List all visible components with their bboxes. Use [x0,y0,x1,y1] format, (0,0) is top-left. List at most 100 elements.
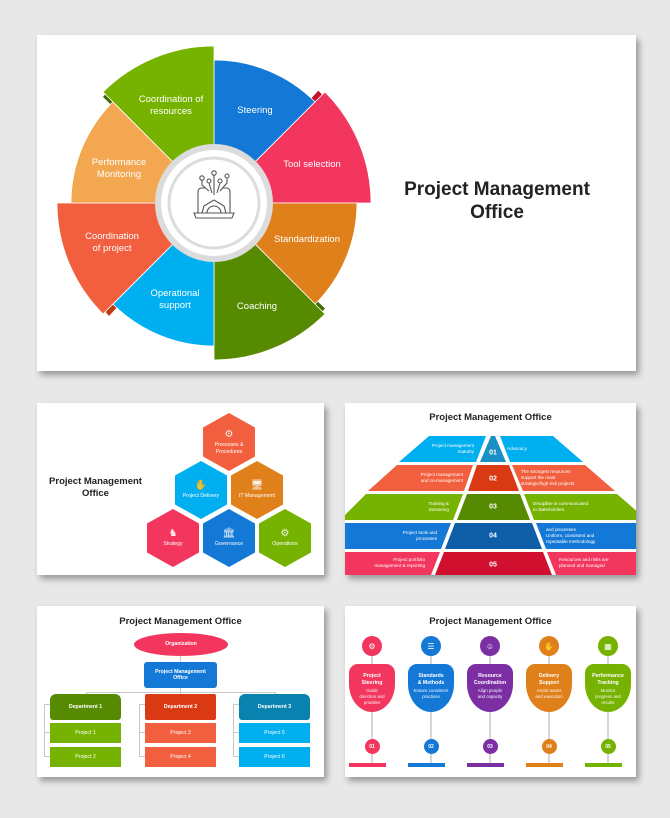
pyramid-right-text: and processes Uniform, consistent and re… [546,527,595,544]
steering-network-icon: ⚙ [362,636,382,656]
slide-org-chart[interactable]: Project Management Office Organization P… [37,606,324,777]
pyramid-right-01[interactable] [500,436,583,462]
slide-wheel[interactable]: Steering Tool selection Standardization … [37,35,636,371]
label-tool-selection: Tool selection [283,159,341,170]
timeline-card-resource-coordination[interactable]: Resource Coordination Align people and c… [467,664,513,712]
label-line: of project [92,243,132,254]
hex-it-management[interactable]: 🖥 IT Management [231,461,283,519]
wheel-diagram [56,45,372,361]
org-department-1[interactable]: Department 1 [50,694,121,720]
label-coordination-of-resources: Coordination of resources [139,94,203,118]
desc-line: priorities [363,699,381,705]
connector-line [233,704,239,705]
card-description: Align people and capacity [467,688,513,700]
government-building-icon: 🏛 [222,528,236,540]
pyramid-right-text: Discipline is communicated to stakeholde… [533,501,588,513]
connector-line [233,756,239,757]
card-description: Monitor progress and results [585,688,631,705]
laptop-gear-network-icon [193,170,235,219]
text-line: maturity [457,448,474,454]
card-title: Tracking [597,679,619,686]
connector-line [233,732,239,733]
card-title: Support [539,679,559,686]
card-description: Assist teams and execution [526,688,572,700]
text-line: Project management [431,443,474,448]
connector-line [180,685,181,692]
chess-knight-icon: ♞ [168,528,178,540]
monitor-gear-icon: 🖥 [250,480,264,492]
text-line: Project management [420,472,463,477]
org-project-2[interactable]: Project 2 [50,747,121,767]
timeline-bar [526,763,563,767]
text-line: Uniform, consistent and [546,532,595,538]
label-performance-monitoring: Performance Monitoring [92,157,146,181]
label-standardization: Standardization [273,234,341,245]
pyramid-left-text: Project portfolio management & reporting [374,557,425,569]
timeline-card-performance-tracking[interactable]: Performance Tracking Monitor progress an… [585,664,631,712]
hex-label: IT Management [238,493,276,500]
process-flow-icon: ⚙ [224,429,234,440]
timeline-bar [408,763,445,767]
label-line: Performance [91,157,147,168]
label-line: Operational [150,288,200,299]
pyramid-number: 05 [489,561,497,569]
label-operational-support: Operational support [150,288,199,312]
slide-pyramid[interactable]: Project Management Office 01 02 03 04 05… [345,403,636,575]
org-department-3[interactable]: Department 3 [239,694,310,720]
timeline-bar [585,763,622,767]
card-title: Standards [418,673,444,679]
org-root-organization[interactable]: Organization [134,633,228,656]
card-title: Resource [478,673,502,679]
hex-strategy[interactable]: ♞ Strategy [147,509,199,567]
org-pmo-box[interactable]: Project Management Office [144,662,217,688]
desc-line: and capacity [477,693,503,699]
label-line: Coordination [85,231,139,242]
hex-operations[interactable]: ⚙ Operations [259,509,311,567]
pyramid-left-05[interactable] [345,552,440,575]
pyramid-number: 02 [489,475,497,483]
desc-line: direction and [359,693,385,699]
timeline-card-delivery-support[interactable]: Delivery Support Assist teams and execut… [526,664,572,712]
org-project-1[interactable]: Project 1 [50,723,121,743]
connector-line [139,756,145,757]
org-label: Project Management [155,668,206,675]
pyramid-left-01[interactable] [399,436,486,462]
timeline-bar [467,763,504,767]
hex-project-delivery[interactable]: ✋ Project Delivery [175,461,227,519]
slide-hexagons[interactable]: Project Management Office ⚙ Processes & … [37,403,324,575]
desc-line: and execution [535,693,563,699]
hub-inner-ring [167,156,261,250]
pyramid-center-05[interactable] [435,552,552,575]
connector-line [139,732,145,733]
timeline-card-project-steering[interactable]: Project Steering Guide direction and pri… [349,664,395,712]
text-line: processes [416,535,437,541]
pyramid-right-04[interactable] [536,523,636,549]
org-project-4[interactable]: Project 4 [145,747,216,767]
desc-line: Monitor [600,688,616,694]
slide-timeline[interactable]: Project Management Office ⚙ Project Stee… [345,606,636,777]
pyramid-left-03[interactable] [345,494,463,520]
pyramid-right-03[interactable] [524,494,636,520]
pyramid-right-text: Resources and risks are planned and mana… [559,557,609,569]
text-line: mentoring [428,506,449,512]
hex-governance[interactable]: 🏛 Governance [203,509,255,567]
timeline-card-standards-methods[interactable]: Standards & Methods Ensure consistent pr… [408,664,454,712]
pyramid-left-02[interactable] [368,465,473,491]
pyramid-right-05[interactable] [547,552,636,575]
org-project-6[interactable]: Project 6 [239,747,310,767]
timeline-number-05: 05 [600,739,616,754]
pyramid-center-04[interactable] [445,523,542,549]
text-line: The strongest resources [521,469,571,474]
org-department-2[interactable]: Department 2 [145,694,216,720]
org-project-5[interactable]: Project 5 [239,723,310,743]
pyramid-right-02[interactable] [512,465,615,491]
label-line: Monitoring [96,169,142,180]
pyramid-left-04[interactable] [345,523,451,549]
pyramid-center-03[interactable] [457,494,530,520]
connector-line [44,732,50,733]
pyramid-left-text: Project management maturity [432,443,474,455]
hex-processes-procedures[interactable]: ⚙ Processes & Procedures [203,413,255,471]
pyramid-center-02[interactable] [468,465,519,491]
org-project-3[interactable]: Project 3 [145,723,216,743]
pyramid-center-01[interactable] [480,436,506,462]
